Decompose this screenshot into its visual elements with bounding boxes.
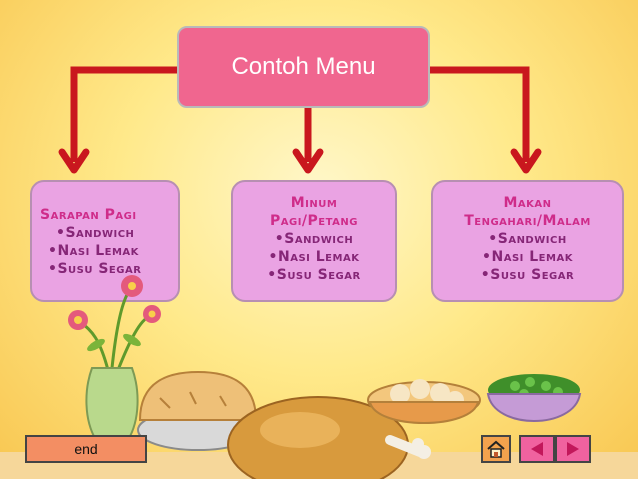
card-title-line: Pagi/Petang: [270, 213, 358, 229]
card-makan-tengahari-malam: Makan Tengahari/Malam •Sandwich •Nasi Le…: [431, 180, 624, 302]
home-icon: [487, 440, 505, 458]
menu-item: •Sandwich: [56, 225, 135, 241]
roast-chicken-icon: [227, 396, 431, 479]
end-button[interactable]: end: [25, 435, 147, 463]
title-box: Contoh Menu: [177, 26, 430, 108]
menu-item: •Nasi Lemak: [268, 249, 360, 265]
triangle-right-icon: [567, 442, 579, 456]
home-button[interactable]: [481, 435, 511, 463]
flower-icon: [68, 275, 161, 352]
arrow-left: [70, 66, 177, 162]
card-minum-pagi-petang: Minum Pagi/Petang •Sandwich •Nasi Lemak …: [231, 180, 397, 302]
card-sarapan-pagi: Sarapan Pagi •Sandwich •Nasi Lemak •Susu…: [30, 180, 180, 302]
previous-button[interactable]: [519, 435, 555, 463]
end-button-label: end: [74, 441, 98, 457]
menu-item: •Susu Segar: [480, 267, 575, 283]
vase-icon: [85, 367, 139, 441]
card-title-line: Makan: [503, 195, 552, 211]
menu-item: •Nasi Lemak: [48, 243, 139, 259]
bowl-of-buns-icon: [367, 379, 481, 424]
page-title: Contoh Menu: [231, 53, 376, 80]
menu-item: •Susu Segar: [48, 261, 142, 277]
menu-item: •Susu Segar: [267, 267, 361, 283]
triangle-left-icon: [531, 442, 543, 456]
arrow-right: [430, 66, 530, 162]
next-button[interactable]: [555, 435, 591, 463]
card-title: Sarapan Pagi: [40, 207, 137, 223]
flower-stems: [79, 289, 151, 371]
card-title-line: Minum: [290, 195, 338, 211]
menu-item: •Sandwich: [274, 231, 354, 247]
bowl-of-peas-icon: [486, 374, 582, 422]
menu-item: •Sandwich: [488, 231, 567, 247]
card-title-line: Tengahari/Malam: [464, 213, 591, 229]
menu-item: •Nasi Lemak: [482, 249, 573, 265]
